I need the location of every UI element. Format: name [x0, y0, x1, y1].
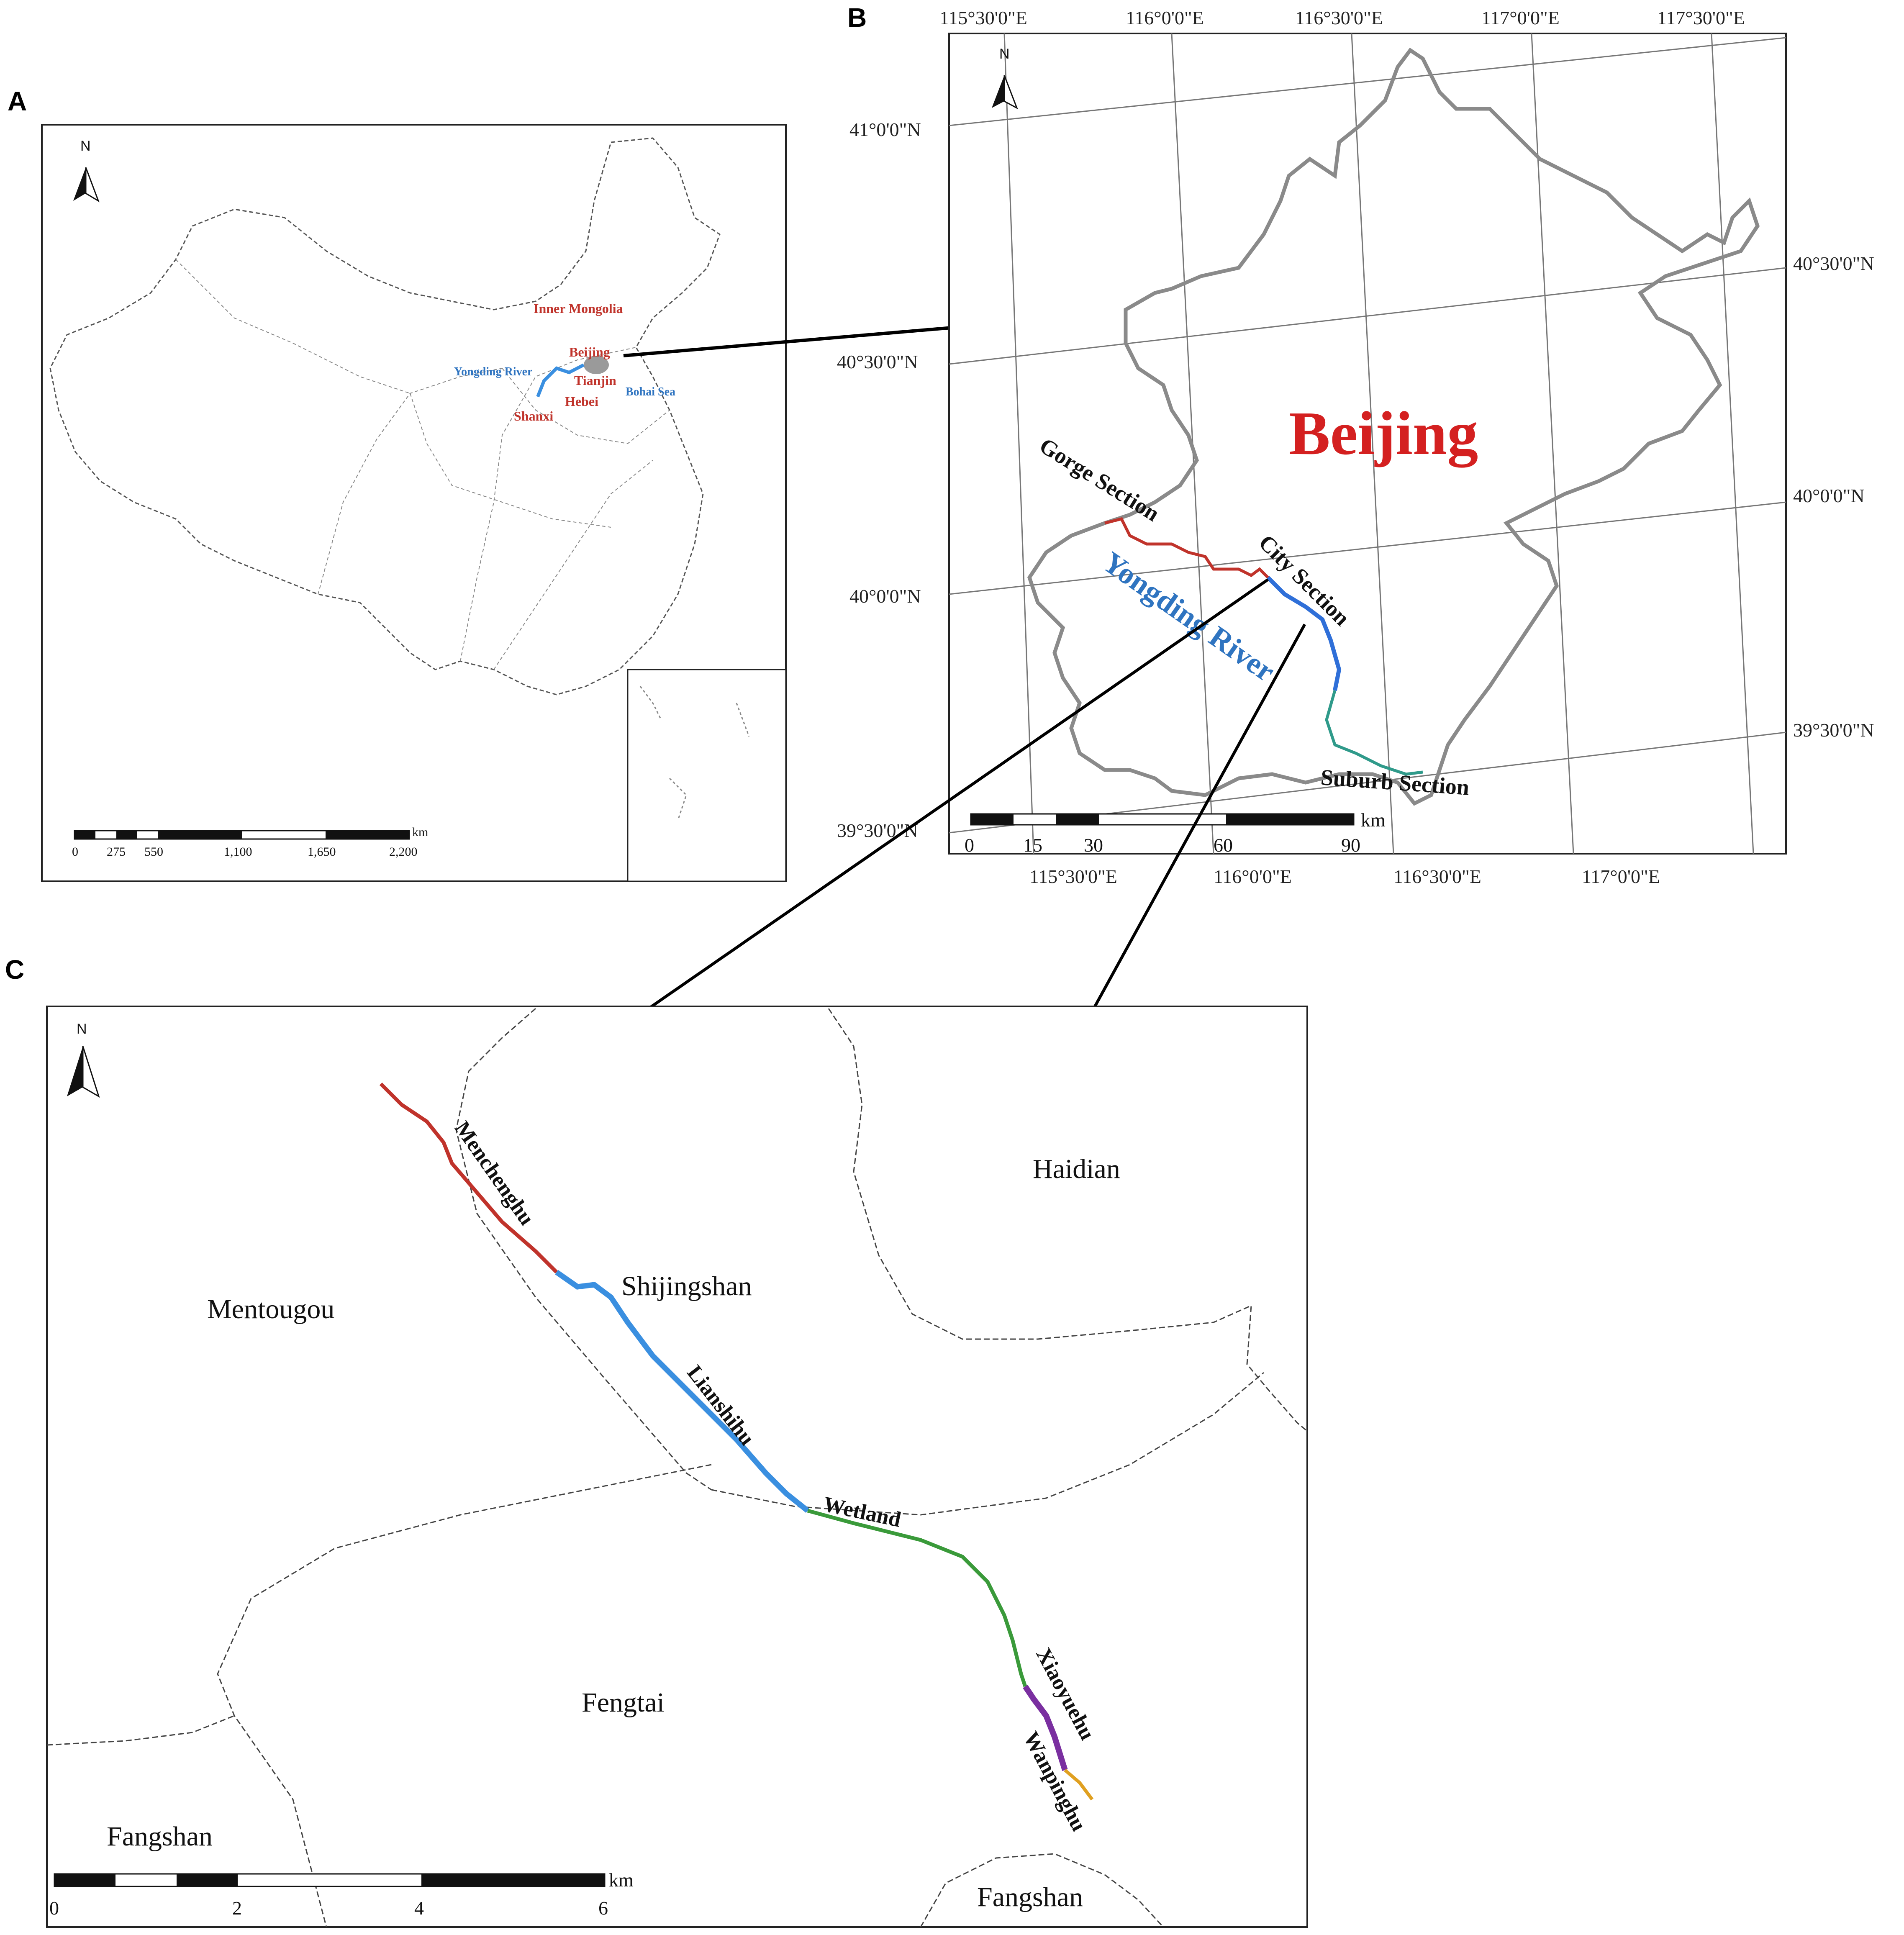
lat-left-0: 41°0'0"N [849, 119, 921, 140]
panel-b: Beijing Gorge Section City Section Subur… [837, 7, 1874, 887]
beijing-title: Beijing [1289, 399, 1478, 468]
lat-left-2: 40°0'0"N [849, 585, 921, 607]
scale-c-tick-0: 0 [49, 1897, 59, 1919]
north-label: N [80, 138, 91, 154]
scale-b-unit: km [1361, 809, 1386, 831]
district-haidian: Haidian [1033, 1154, 1120, 1184]
panel-a: N Inner Mongolia Beijing Tianjin Hebei S… [41, 124, 787, 882]
lon-top-4: 117°30'0"E [1657, 7, 1745, 28]
scale-a-tick-5: 2,200 [389, 845, 418, 859]
district-boundaries [46, 1008, 1308, 1928]
lon-top-2: 116°30'0"E [1295, 7, 1383, 28]
scale-a-tick-3: 1,100 [224, 845, 252, 859]
wetland-reach-line [807, 1509, 1027, 1687]
district-fangshan-west: Fangshan [107, 1821, 213, 1852]
panel-a-letter: A [8, 86, 27, 116]
gorge-section-line [1104, 517, 1269, 579]
district-mentougou: Mentougou [207, 1294, 334, 1324]
south-china-sea-inset [627, 669, 787, 882]
city-section-line [1266, 576, 1342, 691]
label-inner-mongolia: Inner Mongolia [534, 301, 623, 316]
label-tianjin: Tianjin [574, 373, 616, 388]
scale-b-tick-0: 0 [965, 834, 974, 856]
china-outline [49, 137, 721, 695]
scalebar-c: 0 2 4 6 km [49, 1869, 634, 1919]
north-arrow-icon: N [67, 1021, 100, 1098]
scalebar-b: 0 15 30 60 90 km [965, 809, 1386, 856]
label-bohai-sea: Bohai Sea [626, 385, 675, 398]
lon-bottom-1: 116°0'0"E [1214, 866, 1292, 887]
label-shanxi: Shanxi [514, 408, 553, 423]
district-shijingshan: Shijingshan [621, 1271, 752, 1301]
beijing-highlight [584, 356, 609, 374]
scale-b-tick-3: 60 [1214, 834, 1233, 856]
scale-a-tick-1: 275 [107, 845, 126, 859]
lon-bottom-3: 117°0'0"E [1582, 866, 1660, 887]
lat-right-2: 39°30'0"N [1793, 719, 1874, 741]
district-fengtai: Fengtai [582, 1687, 665, 1718]
lon-top-3: 117°0'0"E [1481, 7, 1560, 28]
beijing-boundary [1027, 47, 1760, 806]
label-hebei: Hebei [565, 394, 598, 409]
scale-b-tick-2: 30 [1084, 834, 1103, 856]
menchenghu-reach-line [379, 1082, 558, 1274]
scale-a-tick-4: 1,650 [308, 845, 336, 859]
scale-a-tick-0: 0 [72, 845, 78, 859]
wanpinghu-reach-line [1064, 1768, 1094, 1801]
panel-c: Haidian Mentougou Shijingshan Fengtai Fa… [46, 1006, 1308, 1928]
panel-b-letter: B [847, 3, 867, 33]
scalebar-a: 0 275 550 1,100 1,650 2,200 km [72, 825, 428, 859]
scale-c-unit: km [609, 1869, 634, 1891]
north-arrow-icon: N [73, 138, 100, 203]
lat-left-1: 40°30'0"N [837, 351, 918, 372]
district-fangshan-south: Fangshan [977, 1882, 1083, 1912]
lon-top-1: 116°0'0"E [1126, 7, 1204, 28]
scale-c-tick-1: 2 [232, 1897, 242, 1919]
scale-c-tick-2: 4 [414, 1897, 424, 1919]
scale-a-tick-2: 550 [144, 845, 163, 859]
suburb-section-line [1325, 690, 1423, 776]
scale-a-unit: km [412, 825, 428, 839]
province-lines [175, 259, 670, 670]
lianshihu-reach-line [555, 1270, 810, 1513]
label-beijing-a: Beijing [569, 344, 610, 359]
north-label: N [77, 1021, 87, 1037]
lon-bottom-2: 116°30'0"E [1393, 866, 1481, 887]
inset-islands [639, 686, 750, 821]
panel-c-frame [46, 1006, 1308, 1928]
north-arrow-icon: N [992, 46, 1018, 110]
scale-c-tick-3: 6 [598, 1897, 608, 1919]
xiaoyuehu-reach-line [1023, 1685, 1068, 1771]
lon-bottom-0: 115°30'0"E [1029, 866, 1117, 887]
yongding-river-a [536, 363, 585, 398]
lat-right-1: 40°0'0"N [1793, 485, 1865, 506]
scale-b-tick-4: 90 [1341, 834, 1360, 856]
panel-c-letter: C [5, 955, 25, 985]
north-label: N [999, 46, 1010, 62]
label-yongding-river-a: Yongding River [454, 365, 532, 378]
lat-right-0: 40°30'0"N [1793, 253, 1874, 274]
lon-top-0: 115°30'0"E [939, 7, 1027, 28]
scale-b-tick-1: 15 [1023, 834, 1042, 856]
